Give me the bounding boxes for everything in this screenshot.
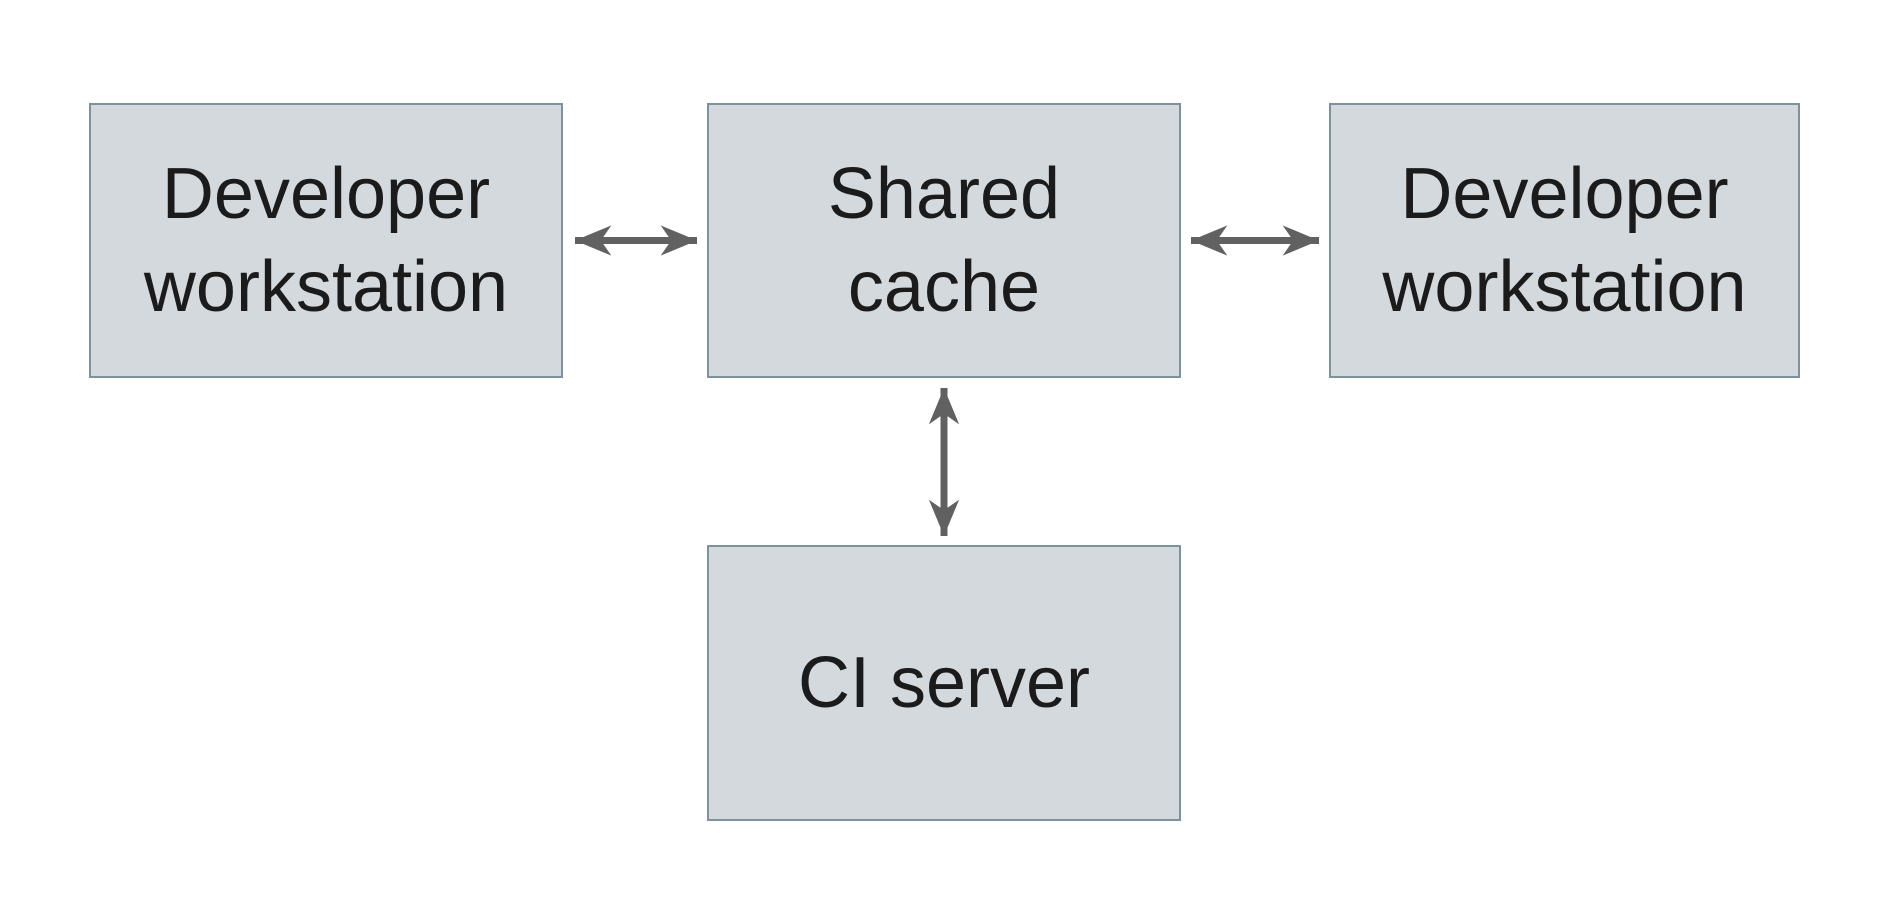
node-developer-workstation-right-label: Developer workstation	[1382, 154, 1747, 327]
node-ci-server: CI server	[707, 545, 1181, 821]
node-shared-cache-label: Shared cache	[827, 154, 1061, 327]
node-developer-workstation-right: Developer workstation	[1329, 103, 1800, 378]
node-shared-cache: Shared cache	[707, 103, 1181, 378]
node-developer-workstation-left-label: Developer workstation	[143, 154, 509, 327]
node-developer-workstation-left: Developer workstation	[89, 103, 563, 378]
node-ci-server-label: CI server	[797, 642, 1091, 723]
